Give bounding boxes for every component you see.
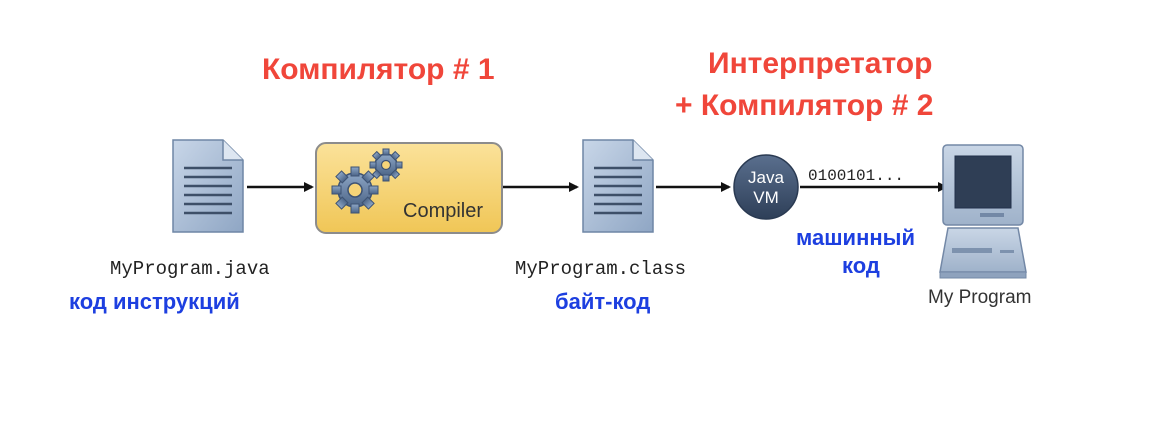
jvm-label-line2: VM bbox=[753, 188, 779, 207]
interpreter-heading-line1: Интерпретатор bbox=[708, 47, 933, 80]
compiler-label: Compiler bbox=[403, 200, 483, 222]
computer-label: My Program bbox=[928, 287, 1032, 308]
compiler-box: Compiler bbox=[315, 142, 503, 234]
source-caption: код инструкций bbox=[69, 289, 240, 314]
machine-caption-line1: машинный bbox=[796, 225, 915, 250]
compiler-one-heading: Компилятор # 1 bbox=[262, 53, 495, 86]
document-icon bbox=[172, 139, 244, 233]
interpreter-heading-line2: + Компилятор # 2 bbox=[675, 89, 934, 122]
machine-code-text: 0100101... bbox=[808, 167, 904, 185]
document-icon bbox=[582, 139, 654, 233]
gears-icon bbox=[331, 148, 403, 214]
jvm-label-line1: Java bbox=[748, 168, 784, 187]
source-file-label: MyProgram.java bbox=[110, 258, 270, 280]
machine-caption-line2: код bbox=[842, 253, 880, 278]
class-file-label: MyProgram.class bbox=[515, 258, 687, 280]
computer-icon bbox=[939, 144, 1027, 279]
jvm-circle: Java VM bbox=[733, 154, 799, 220]
class-caption: байт-код bbox=[555, 289, 651, 314]
